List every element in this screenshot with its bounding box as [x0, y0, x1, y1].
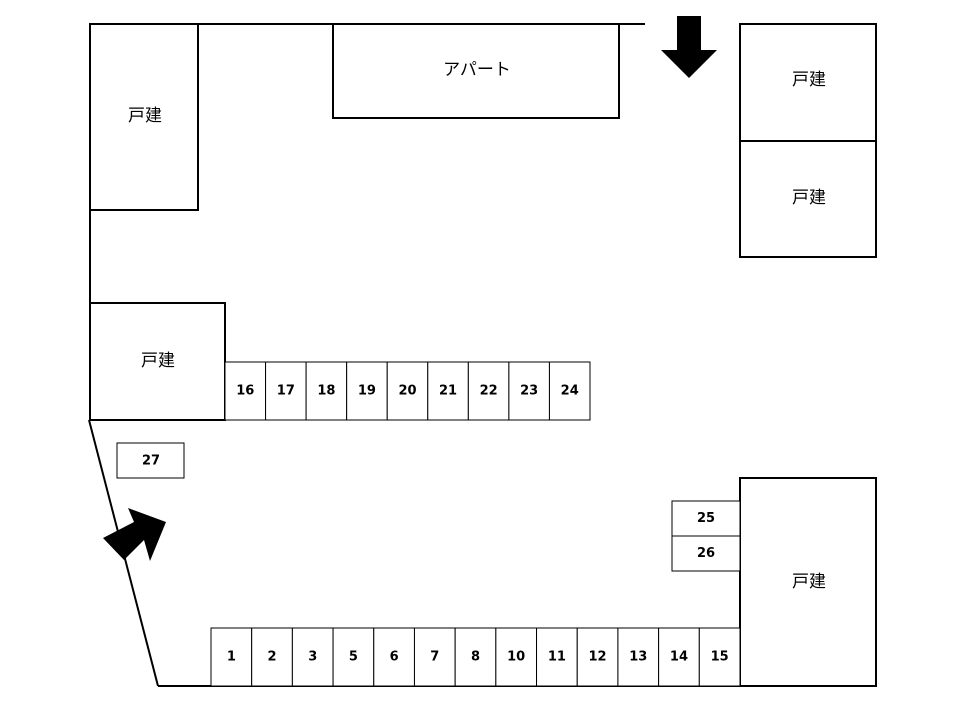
building-house-bottom-right: 戸建 [739, 477, 877, 687]
parking-slot[interactable]: 2 [251, 627, 293, 687]
parking-slot[interactable]: 24 [548, 361, 591, 421]
parking-slot[interactable]: 22 [467, 361, 510, 421]
parking-slot[interactable]: 26 [671, 535, 741, 572]
parking-slot[interactable]: 17 [265, 361, 307, 421]
parking-slot-number: 24 [561, 384, 579, 399]
parking-slot[interactable]: 15 [698, 627, 741, 687]
building-apartment: アパート [332, 23, 620, 119]
parking-slot-number: 1 [227, 650, 236, 665]
parking-slot[interactable]: 6 [373, 627, 415, 687]
building-house-middle-left: 戸建 [89, 302, 226, 421]
parking-slot[interactable]: 13 [617, 627, 660, 687]
parking-slot-number: 12 [589, 650, 607, 665]
building-house-top-right-upper: 戸建 [739, 23, 877, 142]
parking-slot[interactable]: 11 [536, 627, 578, 687]
parking-slot[interactable]: 10 [495, 627, 538, 687]
parking-slot-number: 18 [317, 384, 335, 399]
parking-slot[interactable]: 20 [386, 361, 429, 421]
parking-slot-number: 11 [548, 650, 566, 665]
parking-slot[interactable]: 14 [658, 627, 700, 687]
parking-slot-number: 10 [507, 650, 525, 665]
parking-slot-number: 3 [308, 650, 317, 665]
parking-slot[interactable]: 12 [576, 627, 619, 687]
building-label: 戸建 [128, 106, 162, 126]
building-house-top-right-lower: 戸建 [739, 140, 877, 258]
parking-slot-number: 25 [697, 511, 715, 526]
building-label: 戸建 [792, 188, 826, 208]
building-label: アパート [443, 60, 511, 80]
parking-slot-number: 16 [236, 384, 254, 399]
parking-slot-number: 8 [471, 650, 480, 665]
parking-slot-number: 20 [398, 384, 416, 399]
building-label: 戸建 [792, 70, 826, 90]
arrow-down-icon [661, 16, 717, 78]
parking-slot-standalone[interactable]: 27 [116, 442, 185, 479]
parking-slot-number: 15 [711, 650, 729, 665]
parking-slot-number: 23 [520, 384, 538, 399]
parking-slot-number: 22 [480, 384, 498, 399]
parking-slot[interactable]: 5 [332, 627, 375, 687]
parking-slot[interactable]: 25 [671, 500, 741, 537]
parking-slot[interactable]: 3 [291, 627, 334, 687]
parking-slot-number: 6 [390, 650, 399, 665]
parking-slot-number: 2 [268, 650, 277, 665]
parking-row-middle: 16 17 18 19 20 21 22 23 24 [224, 361, 591, 421]
parking-slot[interactable]: 21 [427, 361, 469, 421]
parking-slot[interactable]: 19 [346, 361, 388, 421]
parking-slot[interactable]: 23 [508, 361, 550, 421]
parking-slot-number: 26 [697, 546, 715, 561]
parking-slot-number: 14 [670, 650, 688, 665]
parking-slot[interactable]: 1 [210, 627, 253, 687]
parking-slot-number: 21 [439, 384, 457, 399]
building-label: 戸建 [141, 351, 175, 371]
parking-slot[interactable]: 8 [454, 627, 497, 687]
building-label: 戸建 [792, 572, 826, 592]
parking-slot-number: 27 [142, 454, 160, 469]
building-house-top-left: 戸建 [89, 23, 199, 211]
parking-slot-number: 5 [349, 650, 358, 665]
parking-slot-number: 17 [277, 384, 295, 399]
parking-slot-number: 19 [358, 384, 376, 399]
parking-column-right: 25 26 [671, 500, 741, 572]
parking-slot[interactable]: 18 [305, 361, 348, 421]
arrow-up-right-icon [103, 508, 166, 561]
parking-slot-number: 7 [430, 650, 439, 665]
parking-slot[interactable]: 7 [413, 627, 456, 687]
parking-slot[interactable]: 16 [224, 361, 267, 421]
parking-slot-number: 13 [629, 650, 647, 665]
